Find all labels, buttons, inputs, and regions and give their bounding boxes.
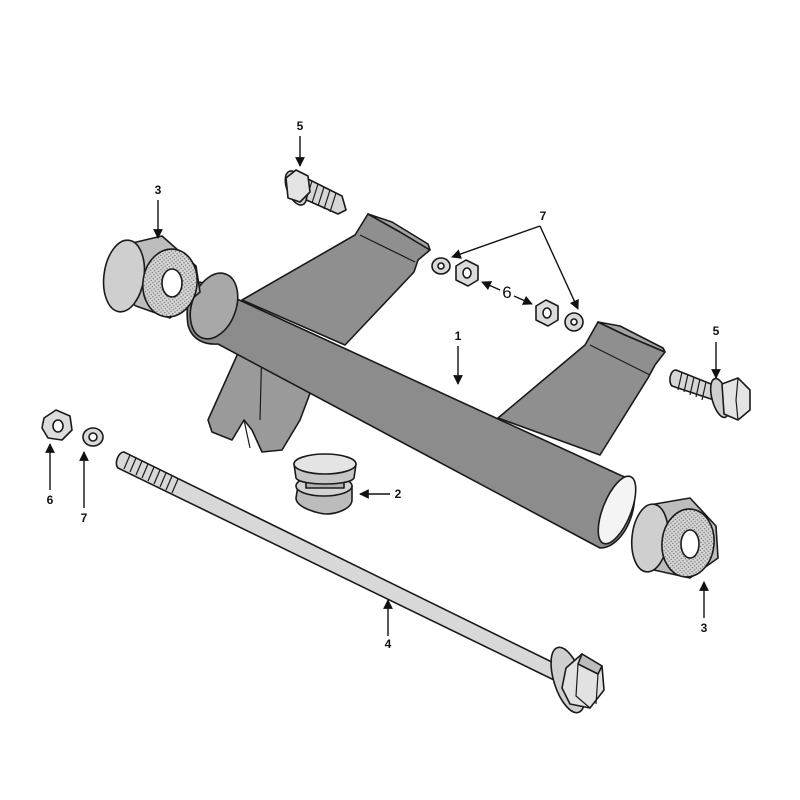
callout-2: 2 (395, 487, 402, 501)
flange-bolt-right (669, 369, 751, 421)
callout-3-right: 3 (701, 621, 708, 635)
cross-tube-assembly (186, 213, 666, 549)
callout-5-top: 5 (297, 119, 304, 133)
callout-3-left: 3 (155, 183, 162, 197)
hardware-left (41, 409, 104, 447)
callout-7-upper: 7 (540, 209, 547, 223)
tube-right-end (597, 475, 637, 545)
callout-1: 1 (455, 329, 462, 343)
callout-7-left: 7 (81, 511, 88, 525)
bushing-right (630, 497, 719, 579)
rubber-bumper (293, 453, 357, 515)
callout-6-left: 6 (47, 493, 54, 507)
hardware-upper (431, 257, 584, 332)
flange-bolt-top (284, 169, 347, 215)
callout-labels: 1 2 3 3 4 5 5 6 6 7 7 (47, 119, 720, 651)
long-through-bolt (115, 451, 605, 714)
bushing-left (102, 235, 201, 319)
leader-arrows (45, 136, 721, 636)
callout-5-right: 5 (713, 324, 720, 338)
callout-6-upper: 6 (502, 283, 511, 302)
callout-4: 4 (385, 637, 392, 651)
